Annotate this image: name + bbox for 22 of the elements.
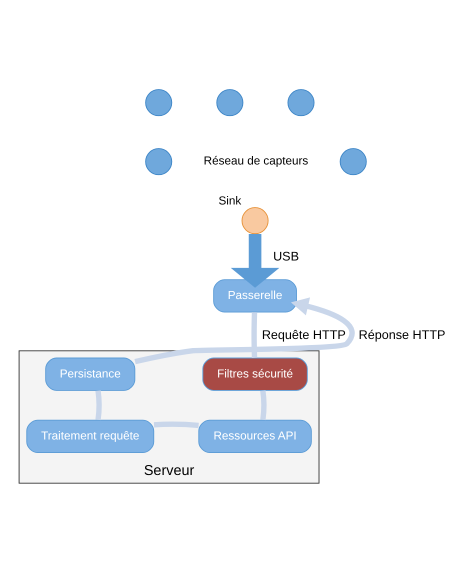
edge-label: USB [273, 249, 299, 264]
node-box: Passerelle [213, 279, 297, 313]
label: Réseau de capteurs [204, 154, 308, 168]
node-box: Traitement requête [26, 420, 154, 454]
node-circle [340, 148, 367, 176]
node-box: Persistance [45, 358, 136, 391]
node-box: Ressources API [198, 420, 312, 454]
connector [251, 312, 258, 358]
node-circle [216, 89, 244, 116]
node-box: Filtres sécurité [202, 358, 308, 391]
arrow [134, 297, 355, 364]
connector [95, 390, 102, 420]
edge-label: Réponse HTTP [358, 328, 446, 342]
node-circle [145, 148, 172, 176]
edge-label: Requête HTTP [262, 328, 346, 342]
connector [260, 390, 267, 420]
node-circle [145, 89, 172, 116]
node-circle [288, 89, 315, 116]
arrow [230, 234, 280, 288]
node-circle [242, 207, 269, 234]
node-label: Sink [218, 194, 242, 208]
connector [154, 422, 199, 428]
